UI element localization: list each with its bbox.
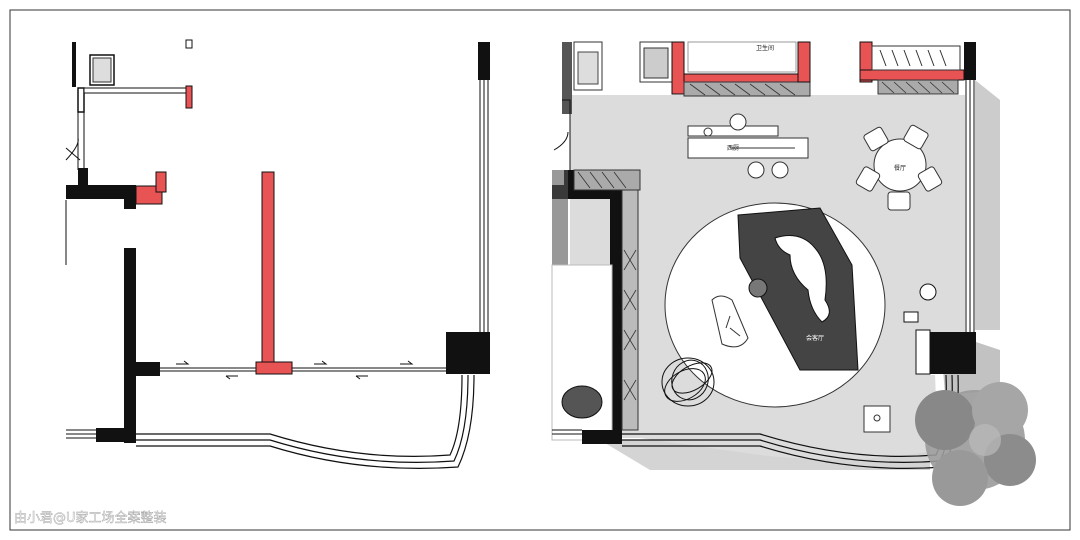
room-label-western-kitchen: 西厨 <box>727 145 739 152</box>
plan-new-layout: 卫生间 餐厅 <box>551 41 1036 506</box>
curved-exterior-wall <box>136 374 475 469</box>
decorative-rug <box>661 357 715 407</box>
new-wall-segment <box>185 85 193 109</box>
room-label-bathroom: 卫生间 <box>756 44 774 52</box>
western-kitchen-island: 西厨 <box>687 113 809 179</box>
sliding-doors <box>160 360 446 380</box>
tea-room-area: 会客厅 <box>664 202 886 408</box>
new-partition-base <box>255 361 293 375</box>
room-label-tea-room: 会客厅 <box>806 334 824 342</box>
room-label-dining: 餐厅 <box>894 164 906 172</box>
structural-column <box>446 332 490 374</box>
plan-original <box>65 39 490 469</box>
pouf <box>561 385 603 419</box>
new-partition-wall <box>261 171 275 371</box>
structural-column <box>930 332 976 374</box>
dining-set: 餐厅 <box>855 124 943 211</box>
new-wall-segment <box>155 171 167 193</box>
tree-canopy <box>915 382 1036 506</box>
side-items <box>863 283 937 433</box>
new-wall-segment <box>859 69 965 81</box>
new-wall-segment <box>797 41 811 83</box>
new-wall-segment <box>671 41 685 95</box>
watermark: 由小君@U家工场全案整装 <box>14 510 167 526</box>
